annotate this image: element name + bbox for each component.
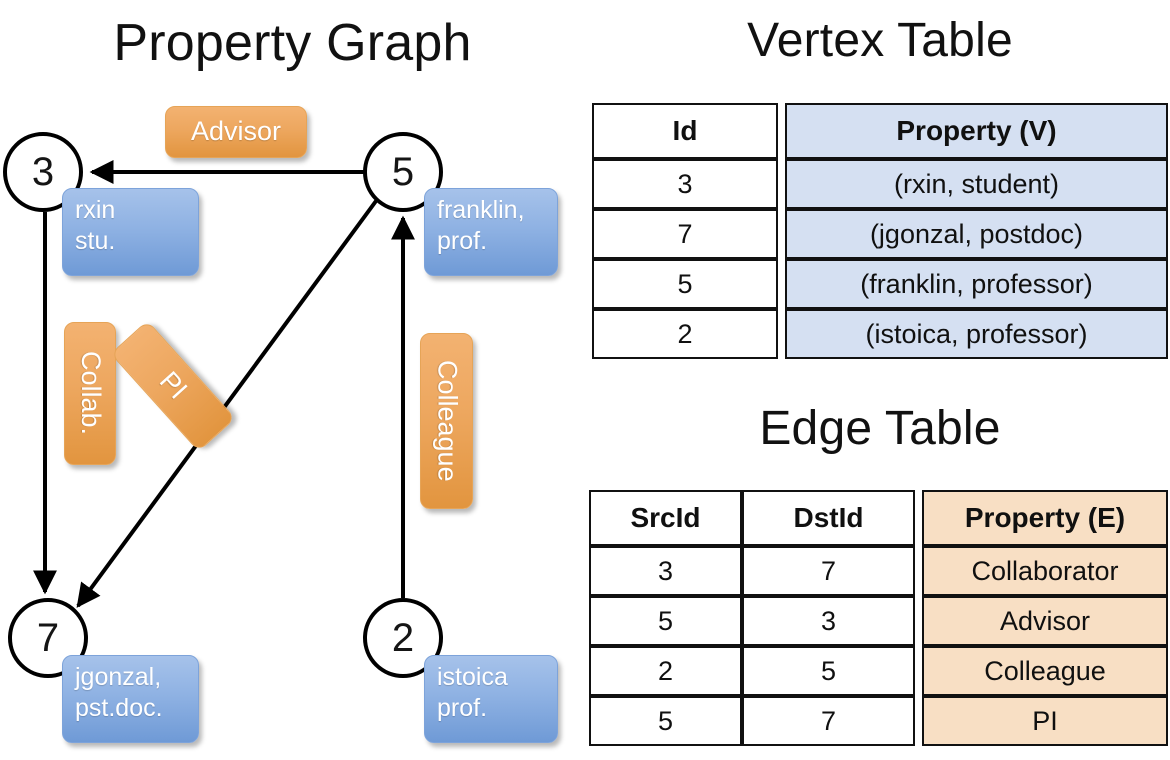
edge-label-pi-text: PI (153, 365, 194, 405)
edge-row-1-dst: 3 (742, 596, 915, 646)
edge-row-2-dst: 5 (742, 646, 915, 696)
vertex-property-chip-7-line1: jgonzal, (75, 663, 162, 691)
edge-row-1-property: Advisor (922, 596, 1168, 646)
table-row[interactable]: 2 (istoica, professor) (592, 309, 1168, 359)
edge-label-advisor: Advisor (165, 106, 307, 158)
vertex-property-chip-2: istoica prof. (424, 655, 558, 743)
property-graph-panel: Property Graph 3 5 7 2 rxin stu. frankli… (3, 14, 558, 743)
edge-row-0-property: Collaborator (922, 546, 1168, 596)
vertex-row-1-id: 7 (592, 209, 778, 259)
edge-label-colleague-text: Colleague (432, 360, 463, 482)
edge-label-colleague: Colleague (420, 333, 473, 509)
graph-node-2-id: 2 (391, 615, 415, 660)
edge-table-header-row: SrcId DstId Property (E) (589, 490, 1168, 546)
edge-row-3-gap (915, 696, 922, 746)
edge-row-0-gap (915, 546, 922, 596)
vertex-row-2-gap (778, 259, 785, 309)
vertex-row-3-id: 2 (592, 309, 778, 359)
vertex-table-column-gap (778, 103, 785, 159)
vertex-row-1-property: (jgonzal, postdoc) (785, 209, 1168, 259)
vertex-row-0-id: 3 (592, 159, 778, 209)
edge-row-0-dst: 7 (742, 546, 915, 596)
vertex-row-0-gap (778, 159, 785, 209)
page-title-vertex-table: Vertex Table (747, 14, 1013, 67)
graph-edges-svg (33, 160, 415, 608)
vertex-property-chip-5-line1: franklin, (437, 196, 525, 224)
vertex-property-chip-3-line2: stu. (75, 227, 116, 256)
edge-table-header-property: Property (E) (922, 490, 1168, 546)
edge-row-1-src: 5 (589, 596, 742, 646)
graph-node-3-id: 3 (31, 149, 55, 194)
vertex-property-chip-7-line2: pst.doc. (75, 694, 163, 723)
edge-row-2-src: 2 (589, 646, 742, 696)
vertex-row-2-id: 5 (592, 259, 778, 309)
vertex-property-chip-2-line1: istoica (437, 663, 508, 691)
edge-table-header-dstid: DstId (742, 490, 915, 546)
edge-row-3-src: 5 (589, 696, 742, 746)
vertex-row-3-gap (778, 309, 785, 359)
edge-row-2-property: Colleague (922, 646, 1168, 696)
graph-node-5-id: 5 (391, 149, 415, 194)
edge-row-3-dst: 7 (742, 696, 915, 746)
edge-label-collab-text: Collab. (75, 351, 106, 436)
edge-row-1-gap (915, 596, 922, 646)
vertex-table-header-property: Property (V) (785, 103, 1168, 159)
edge-label-advisor-text: Advisor (190, 116, 282, 147)
edge-table-column-gap (915, 490, 922, 546)
edge-table: SrcId DstId Property (E) 3 7 Collaborato… (589, 490, 1168, 746)
vertex-property-chip-7: jgonzal, pst.doc. (62, 655, 199, 743)
vertex-property-chip-3: rxin stu. (62, 188, 199, 276)
vertex-property-chip-5-line2: prof. (437, 227, 488, 256)
edge-label-collab: Collab. (64, 322, 116, 465)
edge-row-2-gap (915, 646, 922, 696)
table-row[interactable]: 3 7 Collaborator (589, 546, 1168, 596)
edge-row-0-src: 3 (589, 546, 742, 596)
table-row[interactable]: 7 (jgonzal, postdoc) (592, 209, 1168, 259)
vertex-table-header-row: Id Property (V) (592, 103, 1168, 159)
vertex-row-0-property: (rxin, student) (785, 159, 1168, 209)
table-row[interactable]: 5 (franklin, professor) (592, 259, 1168, 309)
table-row[interactable]: 2 5 Colleague (589, 646, 1168, 696)
table-row[interactable]: 3 (rxin, student) (592, 159, 1168, 209)
edge-row-3-property: PI (922, 696, 1168, 746)
graph-node-5[interactable]: 5 (363, 132, 443, 212)
page-title-edge-table: Edge Table (759, 402, 1001, 455)
vertex-row-1-gap (778, 209, 785, 259)
table-row[interactable]: 5 7 PI (589, 696, 1168, 746)
edge-5-to-7 (76, 199, 378, 608)
vertex-property-chip-5: franklin, prof. (424, 188, 558, 276)
table-row[interactable]: 5 3 Advisor (589, 596, 1168, 646)
vertex-table-header-id: Id (592, 103, 778, 159)
graph-node-2[interactable]: 2 (363, 598, 443, 678)
vertex-row-2-property: (franklin, professor) (785, 259, 1168, 309)
vertex-table: Id Property (V) 3 (rxin, student) 7 (jgo… (592, 103, 1168, 359)
vertex-property-chip-2-line2: prof. (437, 694, 488, 723)
page-title-property-graph: Property Graph (113, 14, 472, 72)
edge-table-header-srcid: SrcId (589, 490, 742, 546)
vertex-row-3-property: (istoica, professor) (785, 309, 1168, 359)
vertex-property-chip-3-line1: rxin (75, 196, 116, 224)
graph-node-7-id: 7 (36, 615, 60, 660)
